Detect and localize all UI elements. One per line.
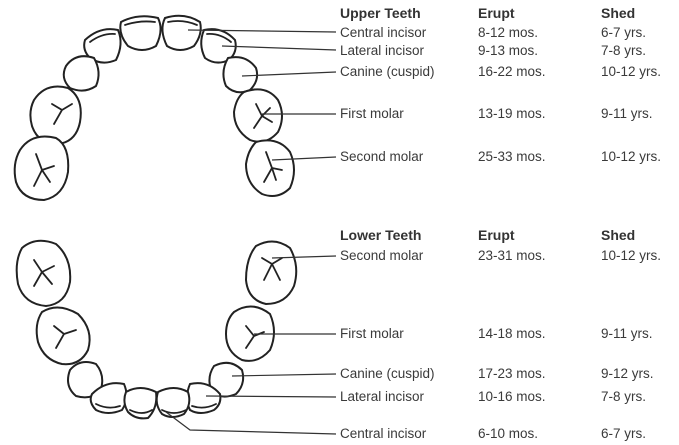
leader-lower-central-incisor xyxy=(166,412,336,434)
upper-left-second-molar xyxy=(246,140,294,196)
lower-row-name: Canine (cuspid) xyxy=(340,366,435,382)
lower-row-erupt: 6-10 mos. xyxy=(478,426,538,442)
upper-row-name: Second molar xyxy=(340,149,423,165)
upper-row-shed: 10-12 yrs. xyxy=(601,64,661,80)
upper-row-shed: 10-12 yrs. xyxy=(601,149,661,165)
upper-row-shed: 9-11 yrs. xyxy=(601,106,653,122)
lower-shed-header: Shed xyxy=(601,227,635,243)
upper-right-first-molar xyxy=(30,87,80,145)
lower-row-name: Central incisor xyxy=(340,426,426,442)
upper-row-erupt: 16-22 mos. xyxy=(478,64,546,80)
lower-row-erupt: 23-31 mos. xyxy=(478,248,546,264)
lower-teeth-header: Lower Teeth xyxy=(340,227,421,243)
upper-row-erupt: 8-12 mos. xyxy=(478,25,538,41)
upper-left-canine xyxy=(223,57,257,92)
upper-row-name: Lateral incisor xyxy=(340,43,424,59)
upper-shed-header: Shed xyxy=(601,5,635,21)
lower-row-erupt: 17-23 mos. xyxy=(478,366,546,382)
lower-erupt-header: Erupt xyxy=(478,227,515,243)
leader-upper-lateral-incisor xyxy=(222,46,336,50)
upper-left-first-molar xyxy=(234,89,282,141)
lower-row-name: Lateral incisor xyxy=(340,389,424,405)
upper-row-erupt: 9-13 mos. xyxy=(478,43,538,59)
lower-arch xyxy=(17,241,297,419)
upper-row-erupt: 25-33 mos. xyxy=(478,149,546,165)
lower-row-shed: 7-8 yrs. xyxy=(601,389,646,405)
lower-row-shed: 9-11 yrs. xyxy=(601,326,653,342)
leader-lower-canine xyxy=(232,374,336,376)
lower-row-shed: 10-12 yrs. xyxy=(601,248,661,264)
upper-arch xyxy=(15,16,294,200)
upper-row-erupt: 13-19 mos. xyxy=(478,106,546,122)
upper-teeth-header: Upper Teeth xyxy=(340,5,421,21)
lower-row-erupt: 10-16 mos. xyxy=(478,389,546,405)
lower-left-second-molar xyxy=(246,241,296,304)
upper-row-name: Canine (cuspid) xyxy=(340,64,435,80)
upper-erupt-header: Erupt xyxy=(478,5,515,21)
lower-row-name: Second molar xyxy=(340,248,423,264)
upper-row-shed: 7-8 yrs. xyxy=(601,43,646,59)
upper-row-name: Central incisor xyxy=(340,25,426,41)
upper-row-name: First molar xyxy=(340,106,404,122)
lower-row-erupt: 14-18 mos. xyxy=(478,326,546,342)
lower-row-name: First molar xyxy=(340,326,404,342)
upper-row-shed: 6-7 yrs. xyxy=(601,25,646,41)
lower-row-shed: 9-12 yrs. xyxy=(601,366,654,382)
lower-row-shed: 6-7 yrs. xyxy=(601,426,646,442)
upper-right-canine xyxy=(64,56,99,90)
